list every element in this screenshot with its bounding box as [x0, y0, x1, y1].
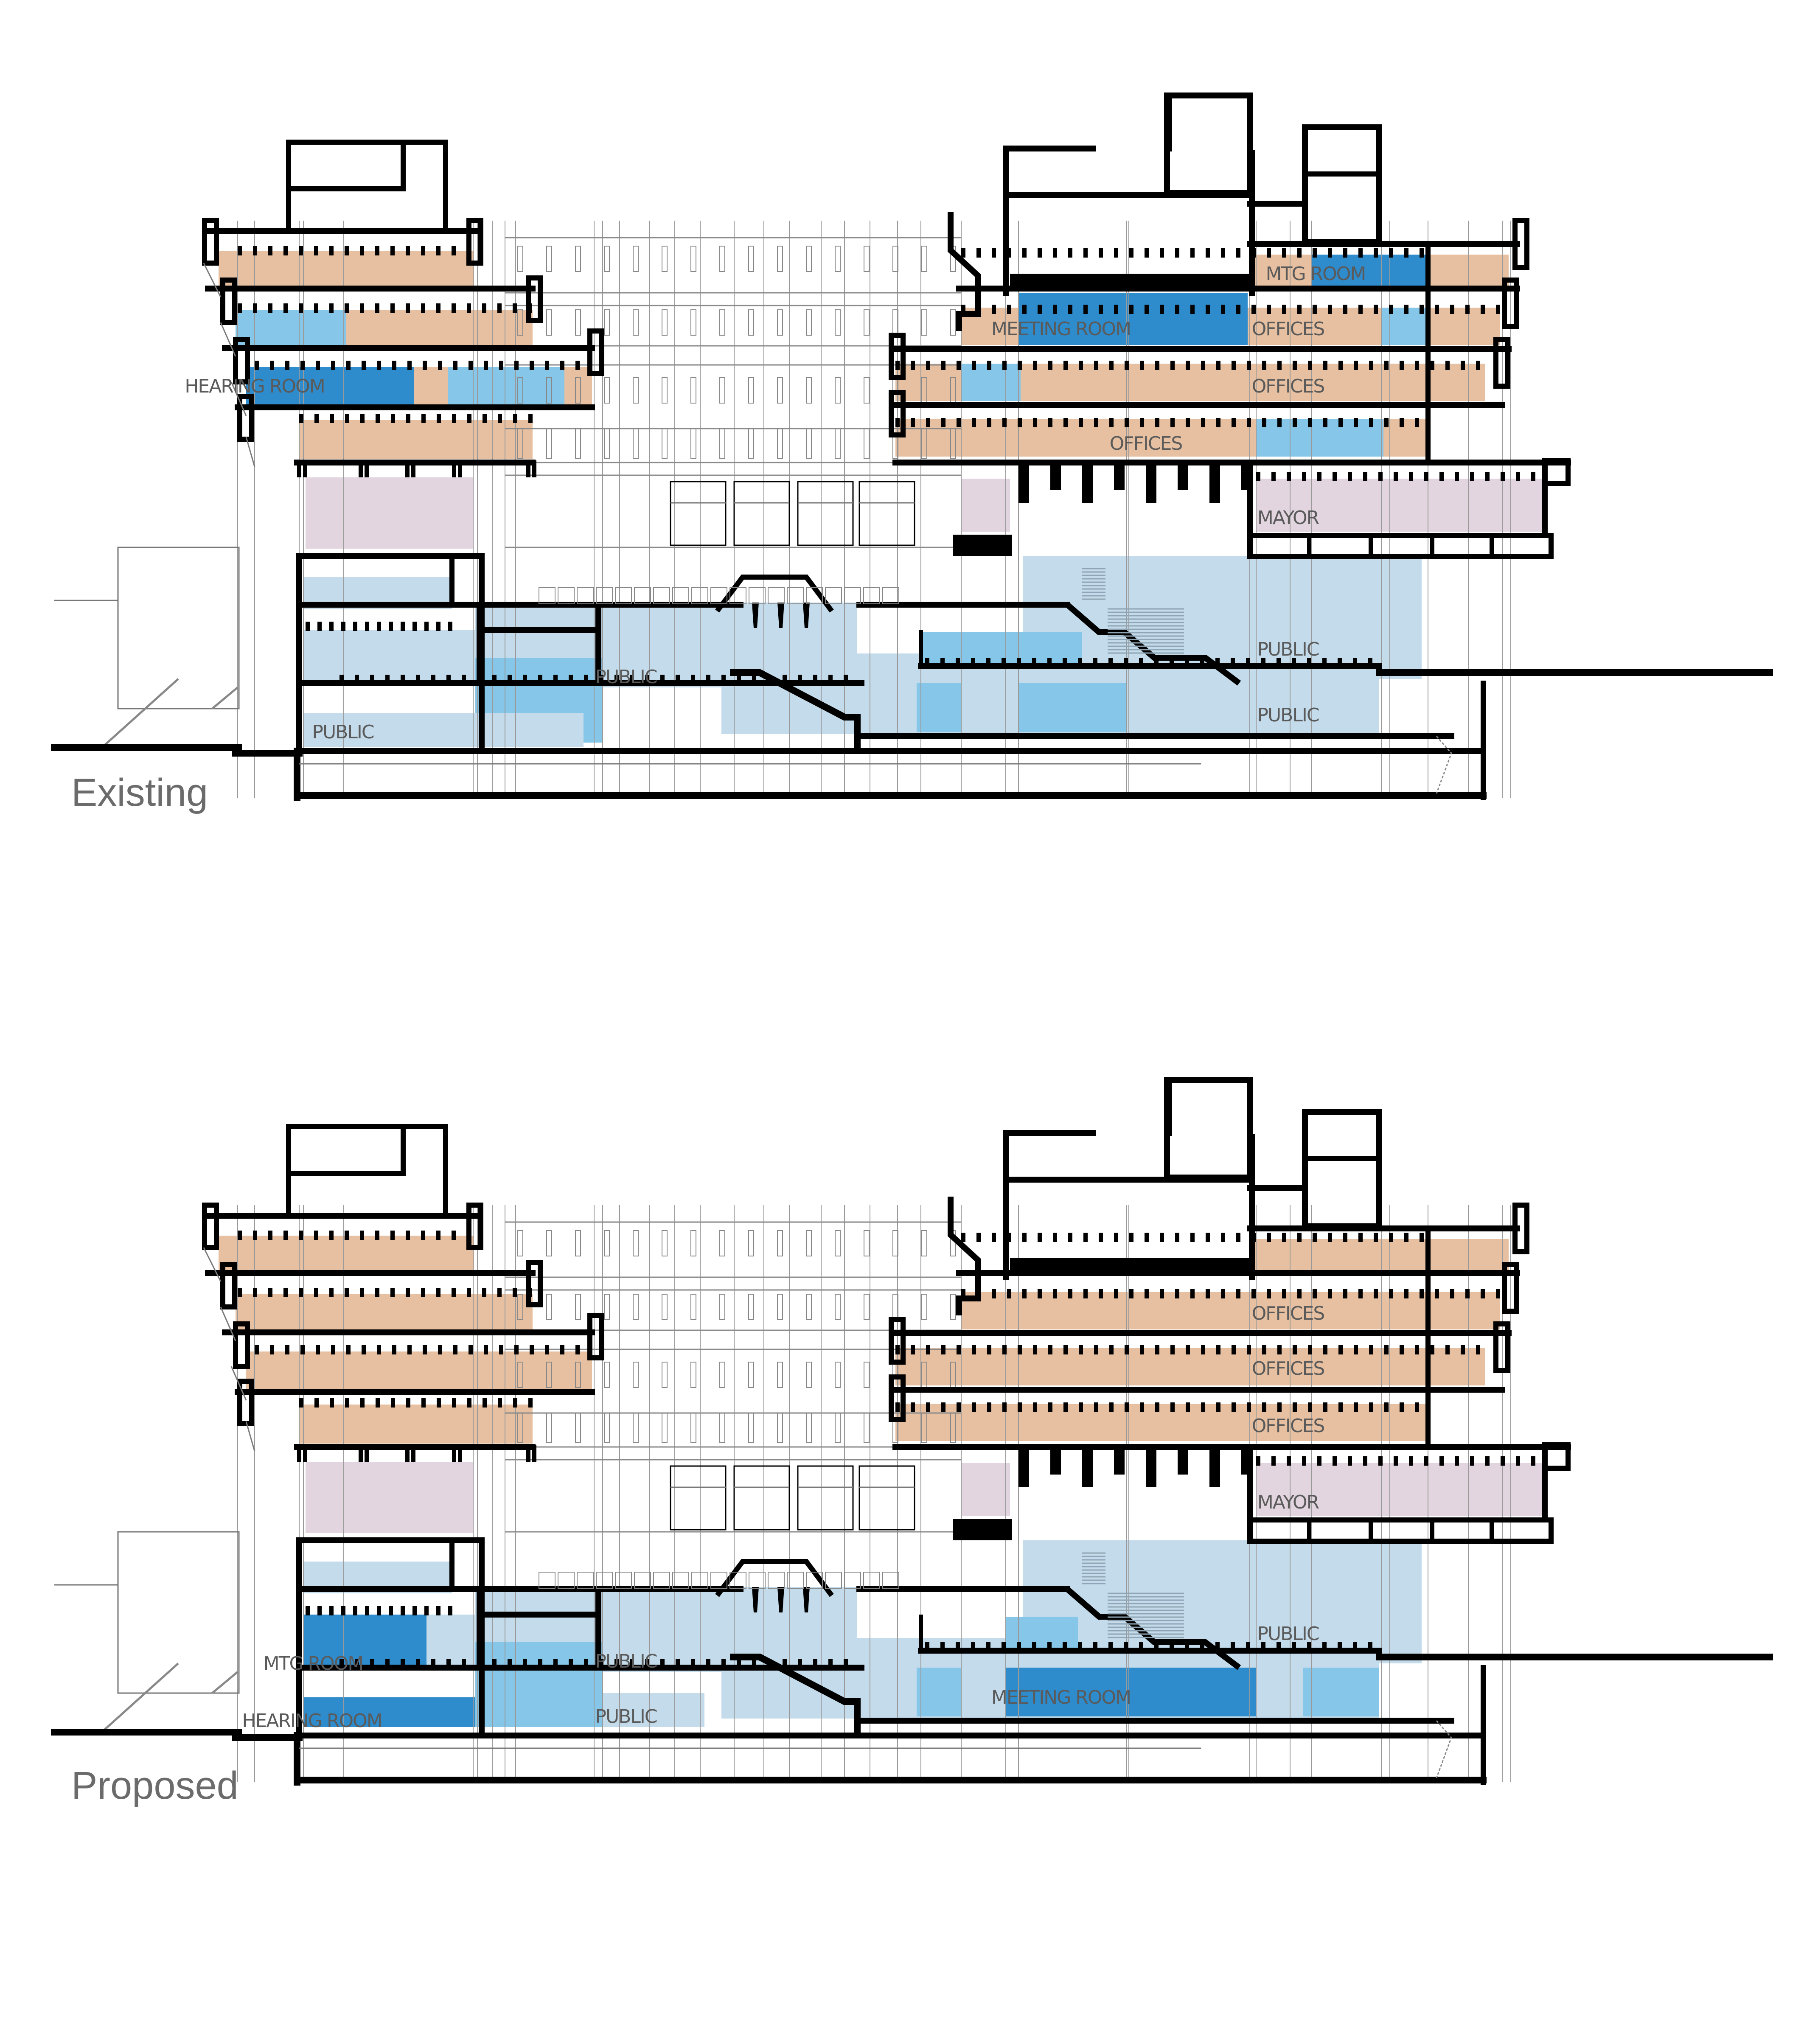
zone-mayor [1256, 479, 1545, 532]
zone-meeting-blue [1006, 1668, 1256, 1716]
zone-offices [236, 1294, 533, 1333]
zone-offices [299, 1405, 533, 1444]
zone-label-public: PUBLIC [312, 721, 373, 743]
section-proposed: OFFICES OFFICES OFFICES MAYOR PUBLIC MTG ROOM… [51, 1077, 1773, 1786]
zone-label-offices: OFFICES [1252, 1303, 1324, 1324]
section-title-existing: Existing [71, 771, 208, 814]
zone-label-public: PUBLIC [1257, 1623, 1319, 1645]
zone-label-mtg-room: MTG ROOM [264, 1653, 363, 1674]
linework-layer [51, 1077, 1773, 1786]
zone-meeting-blue [1311, 255, 1426, 286]
zone-light-blue [1018, 683, 1127, 732]
zone-label-public: PUBLIC [595, 1651, 656, 1672]
zone-label-mayor: MAYOR [1257, 1492, 1319, 1513]
zone-label-public: PUBLIC [1257, 639, 1319, 660]
zone-label-public: PUBLIC [1257, 704, 1319, 726]
section-title-proposed: Proposed [71, 1764, 238, 1807]
labels-layer: OFFICES OFFICES OFFICES MAYOR PUBLIC MTG ROOM… [242, 1303, 1325, 1732]
zone-label-offices: OFFICES [1252, 1415, 1324, 1437]
zone-light-blue [236, 310, 346, 349]
zone-label-meeting-room: MEETING ROOM [991, 318, 1131, 340]
linework-layer [51, 93, 1773, 801]
zone-mayor [306, 477, 473, 549]
zone-light-blue [917, 683, 961, 732]
zone-label-public: PUBLIC [595, 666, 656, 688]
zone-label-hearing-room: HEARING ROOM [242, 1710, 382, 1732]
zone-label-offices: OFFICES [1252, 318, 1324, 340]
zone-label-hearing-room: HEARING ROOM [185, 376, 324, 397]
zone-meeting-blue [246, 367, 414, 406]
zone-light-blue [1256, 419, 1383, 457]
zone-meeting-blue [1018, 293, 1248, 345]
zone-label-mtg-room: MTG ROOM [1266, 263, 1366, 285]
zone-label-offices: OFFICES [1110, 433, 1182, 454]
zone-label-offices: OFFICES [1252, 1358, 1324, 1379]
zone-offices [961, 1292, 1500, 1329]
zone-public [303, 713, 584, 747]
zone-label-mayor: MAYOR [1257, 507, 1319, 529]
zone-offices [219, 1236, 474, 1275]
zone-meeting-blue [303, 1615, 426, 1670]
zone-light-blue [1006, 1617, 1078, 1650]
zone-offices [895, 1348, 1485, 1385]
zones-layer [219, 251, 1545, 747]
zone-mayor [306, 1462, 473, 1533]
zone-mayor [1256, 1463, 1545, 1516]
zone-offices [1250, 1239, 1509, 1271]
zone-mayor [961, 1463, 1010, 1516]
zone-offices [299, 420, 533, 459]
zone-light-blue [917, 1668, 961, 1716]
labels-layer: MTG ROOM MEETING ROOM OFFICES HEARING ROOM O… [185, 263, 1366, 743]
zone-label-offices: OFFICES [1252, 376, 1324, 397]
zone-light-blue [475, 1672, 603, 1727]
zone-label-meeting-room: MEETING ROOM [991, 1687, 1131, 1708]
zone-label-public: PUBLIC [595, 1706, 656, 1727]
zone-offices [219, 251, 474, 290]
section-existing: MTG ROOM MEETING ROOM OFFICES HEARING ROOM O… [51, 93, 1773, 801]
zone-meeting-blue [303, 1697, 475, 1727]
zone-light-blue [1303, 1668, 1379, 1716]
zone-mayor [961, 479, 1010, 532]
zone-light-blue [448, 367, 564, 406]
zone-offices [246, 1351, 592, 1391]
